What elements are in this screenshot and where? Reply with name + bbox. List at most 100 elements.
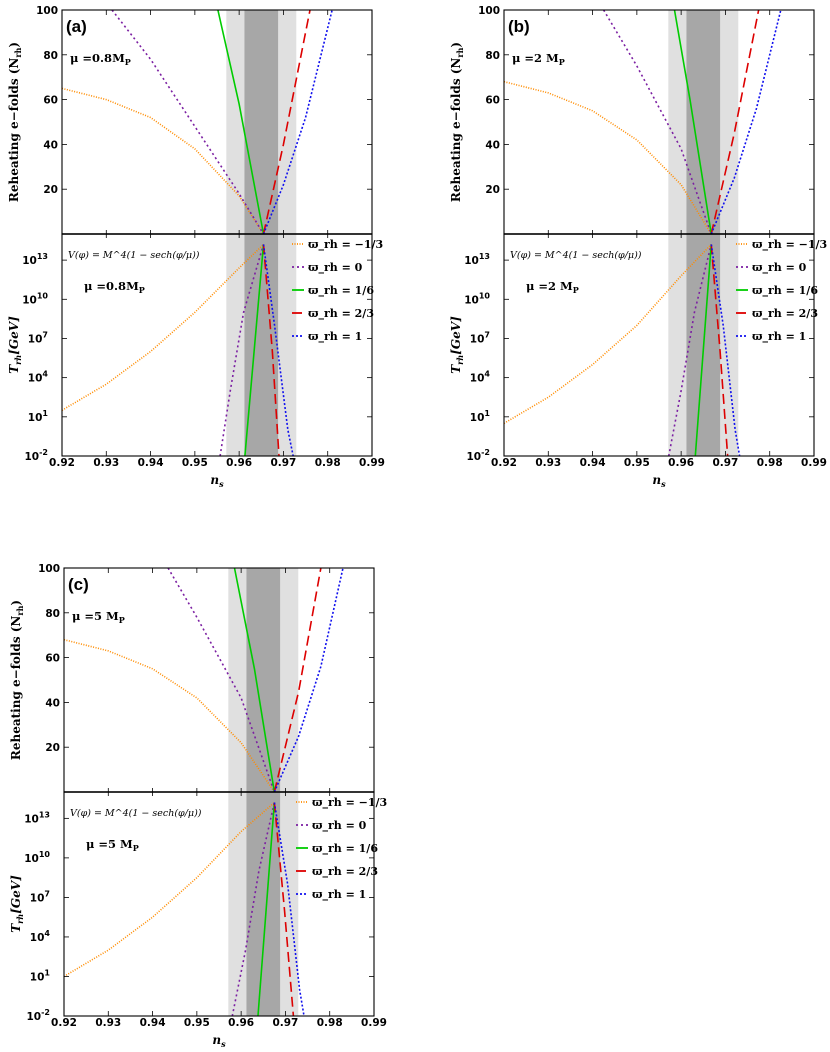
legend: ϖ_rh = −1/3 ϖ_rh = 0 ϖ_rh = 1/6 ϖ_rh = 2/3 ϖ…	[296, 796, 387, 902]
series-bottom-4	[273, 802, 305, 1016]
series-bottom-0	[64, 801, 275, 978]
legend-entry: ϖ_rh = 0	[312, 819, 367, 833]
x-axis-label: ns	[210, 473, 224, 489]
y-tick-label: 101	[28, 409, 49, 424]
legend: ϖ_rh = −1/3 ϖ_rh = 0 ϖ_rh = 1/6 ϖ_rh = 2/3 ϖ…	[736, 238, 827, 344]
y-tick-label: 107	[470, 330, 490, 345]
x-tick-label: 0.99	[801, 457, 827, 469]
x-tick-label: 0.99	[359, 457, 385, 469]
series-top-3	[273, 568, 322, 793]
legend-entry: ϖ_rh = 2/3	[312, 865, 378, 879]
y-axis-label-bottom: Trh[GeV]	[449, 316, 465, 374]
y-tick-label: 60	[45, 653, 60, 665]
legend: ϖ_rh = −1/3ϖ_rh = 0ϖ_rh = 1/6ϖ_rh = 2/3ϖ…	[292, 238, 383, 344]
legend-entry: ϖ_rh = −1/3	[752, 238, 827, 252]
series-bottom-2	[257, 802, 276, 1016]
y-tick-label: 101	[470, 409, 491, 424]
legend-entry: ϖ_rh = 1	[308, 330, 362, 344]
potential-formula: V(φ) = M^4(1 − sech(φ/μ))	[68, 250, 200, 261]
series-top-0	[62, 87, 265, 235]
mu-annotation-bottom: μ =5 MP	[86, 837, 139, 853]
x-tick-label: 0.96	[228, 1017, 254, 1029]
x-tick-label: 0.93	[535, 457, 561, 469]
y-tick-label: 20	[45, 742, 60, 754]
y-tick-label: 40	[485, 139, 500, 151]
x-tick-label: 0.96	[668, 457, 694, 469]
x-tick-label: 0.97	[272, 1017, 298, 1029]
legend-entry: ϖ_rh = 0	[752, 261, 807, 275]
x-tick-label: 0.96	[226, 457, 252, 469]
y-tick-label: 80	[45, 608, 60, 620]
series-top-4	[262, 10, 333, 235]
x-tick-label: 0.98	[317, 1017, 343, 1029]
series-top-2	[217, 10, 265, 235]
legend-entry: ϖ_rh = 0	[308, 261, 363, 275]
y-axis-label-bottom: Trh[GeV]	[9, 875, 25, 933]
series-top-3	[710, 10, 760, 235]
x-tick-label: 0.98	[757, 457, 783, 469]
x-axis-label: ns	[652, 473, 666, 489]
y-tick-label: 1010	[22, 291, 48, 306]
x-tick-label: 0.98	[315, 457, 341, 469]
y-axis-label-top: Reheating e−folds (Nrh)	[449, 42, 465, 202]
y-tick-label: 104	[470, 370, 491, 385]
series-bottom-3	[710, 244, 729, 456]
y-tick-label: 10-2	[26, 1008, 50, 1023]
y-tick-label: 104	[28, 370, 49, 385]
y-tick-label: 40	[45, 697, 60, 709]
y-tick-label: 107	[28, 330, 48, 345]
x-tick-label: 0.95	[624, 457, 650, 469]
series-top-4	[273, 568, 344, 793]
y-tick-label: 104	[30, 929, 51, 944]
x-tick-label: 0.92	[51, 1017, 77, 1029]
y-tick-label: 10-2	[24, 448, 48, 463]
series-top-0	[64, 638, 276, 793]
panel-label: (a)	[66, 17, 87, 36]
y-tick-label: 20	[43, 184, 58, 196]
top-plot-frame	[61, 9, 373, 235]
series-bottom-4	[262, 244, 294, 456]
y-axis-label-top: Reheating e−folds (Nrh)	[7, 42, 23, 202]
series-bottom-2	[694, 244, 713, 456]
top-plot-frame	[503, 9, 815, 235]
top-plot-frame	[63, 567, 375, 793]
y-tick-label: 60	[43, 95, 58, 107]
band-1sigma	[244, 10, 279, 456]
mu-annotation-top: μ =5 MP	[72, 609, 125, 625]
legend-entry: ϖ_rh = 1/6	[752, 284, 818, 298]
legend-entry: ϖ_rh = 1	[312, 888, 366, 902]
x-tick-label: 0.93	[95, 1017, 121, 1029]
y-tick-label: 10-2	[466, 448, 490, 463]
y-tick-label: 1013	[24, 810, 50, 825]
legend-entry: ϖ_rh = 1	[752, 330, 806, 344]
y-tick-label: 60	[485, 95, 500, 107]
y-tick-label: 40	[43, 139, 58, 151]
y-tick-label: 1013	[464, 252, 490, 267]
legend-entry: ϖ_rh = 2/3	[308, 307, 374, 321]
series-bottom-1	[219, 244, 265, 456]
y-tick-label: 20	[485, 184, 500, 196]
x-tick-label: 0.93	[93, 457, 119, 469]
band-1sigma	[686, 10, 721, 456]
x-tick-label: 0.94	[140, 1017, 166, 1029]
y-tick-label: 1013	[22, 252, 48, 267]
y-tick-label: 100	[36, 5, 58, 17]
legend-entry: ϖ_rh = 2/3	[752, 307, 818, 321]
curves	[64, 568, 344, 1016]
series-bottom-2	[244, 244, 265, 456]
mu-annotation-bottom: μ =2 MP	[526, 279, 579, 295]
y-tick-label: 100	[478, 5, 500, 17]
potential-formula: V(φ) = M^4(1 − sech(φ/μ))	[510, 250, 642, 261]
series-bottom-4	[710, 244, 741, 456]
legend-entry: ϖ_rh = 1/6	[312, 842, 378, 856]
mu-annotation-top: μ =2 MP	[512, 51, 565, 67]
legend-entry: ϖ_rh = 1/6	[308, 284, 374, 298]
y-tick-label: 80	[485, 50, 500, 62]
curves	[62, 10, 333, 456]
x-tick-label: 0.94	[580, 457, 606, 469]
legend-entry: ϖ_rh = −1/3	[312, 796, 387, 810]
mu-annotation-bottom: μ =0.8MP	[84, 279, 145, 295]
y-axis-label-top: Reheating e−folds (Nrh)	[9, 600, 25, 760]
x-tick-label: 0.99	[361, 1017, 387, 1029]
